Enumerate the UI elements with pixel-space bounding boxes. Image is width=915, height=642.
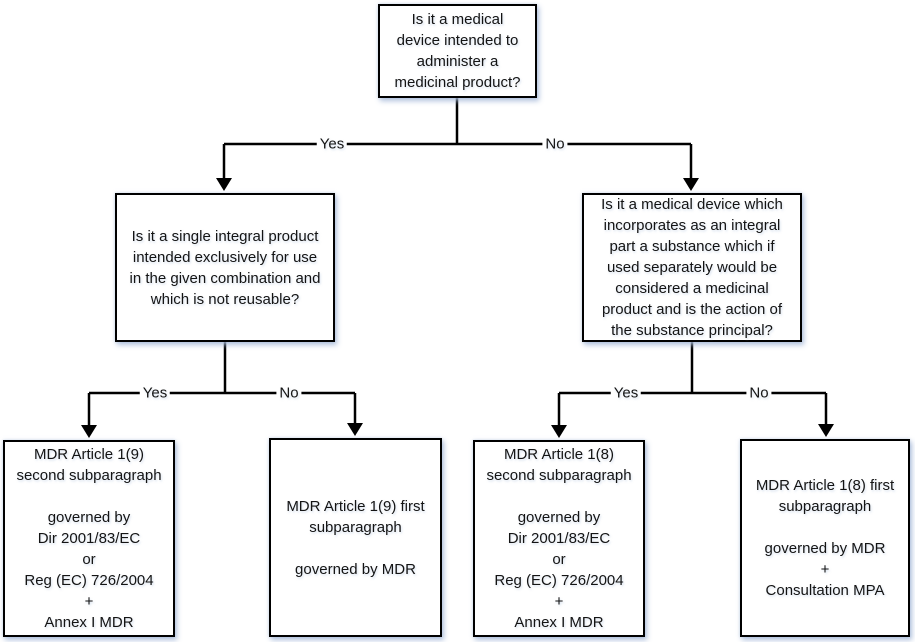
edge-label-root-yes: Yes (316, 135, 348, 153)
decision-node-single-integral-product: Is it a single integral product intended… (115, 193, 335, 342)
decision-node-root-text: Is it a medical device intended to admin… (394, 11, 521, 91)
edge-label-right-no: No (746, 384, 772, 402)
outcome-node-article-1-9-first-text: MDR Article 1(9) first subparagraph gove… (286, 497, 425, 578)
outcome-node-article-1-9-second-text: MDR Article 1(9) second subparagraph gov… (16, 446, 162, 631)
outcome-node-article-1-9-second: MDR Article 1(9) second subparagraph gov… (3, 440, 175, 637)
edge-label-left-yes: Yes (139, 384, 171, 402)
arrowhead-icon (347, 423, 363, 436)
arrowhead-icon (818, 424, 834, 437)
edge-label-left-no: No (276, 384, 302, 402)
arrowhead-icon (683, 178, 699, 191)
arrowhead-icon (216, 178, 232, 191)
edge-label-right-yes: Yes (610, 384, 642, 402)
outcome-node-article-1-8-first: MDR Article 1(8) first subparagraph gove… (740, 439, 910, 637)
outcome-node-article-1-8-second: MDR Article 1(8) second subparagraph gov… (473, 440, 645, 637)
decision-node-single-integral-product-text: Is it a single integral product intended… (129, 227, 321, 308)
decision-node-root: Is it a medical device intended to admin… (378, 4, 537, 98)
arrowhead-icon (551, 425, 567, 438)
outcome-node-article-1-9-first: MDR Article 1(9) first subparagraph gove… (269, 438, 442, 637)
outcome-node-article-1-8-second-text: MDR Article 1(8) second subparagraph gov… (486, 446, 632, 631)
decision-node-incorporates-substance: Is it a medical device which incorporate… (582, 193, 802, 342)
arrowhead-icon (81, 425, 97, 438)
outcome-node-article-1-8-first-text: MDR Article 1(8) first subparagraph gove… (755, 477, 895, 599)
edge-label-root-no: No (542, 135, 568, 153)
decision-node-incorporates-substance-text: Is it a medical device which incorporate… (601, 196, 783, 339)
